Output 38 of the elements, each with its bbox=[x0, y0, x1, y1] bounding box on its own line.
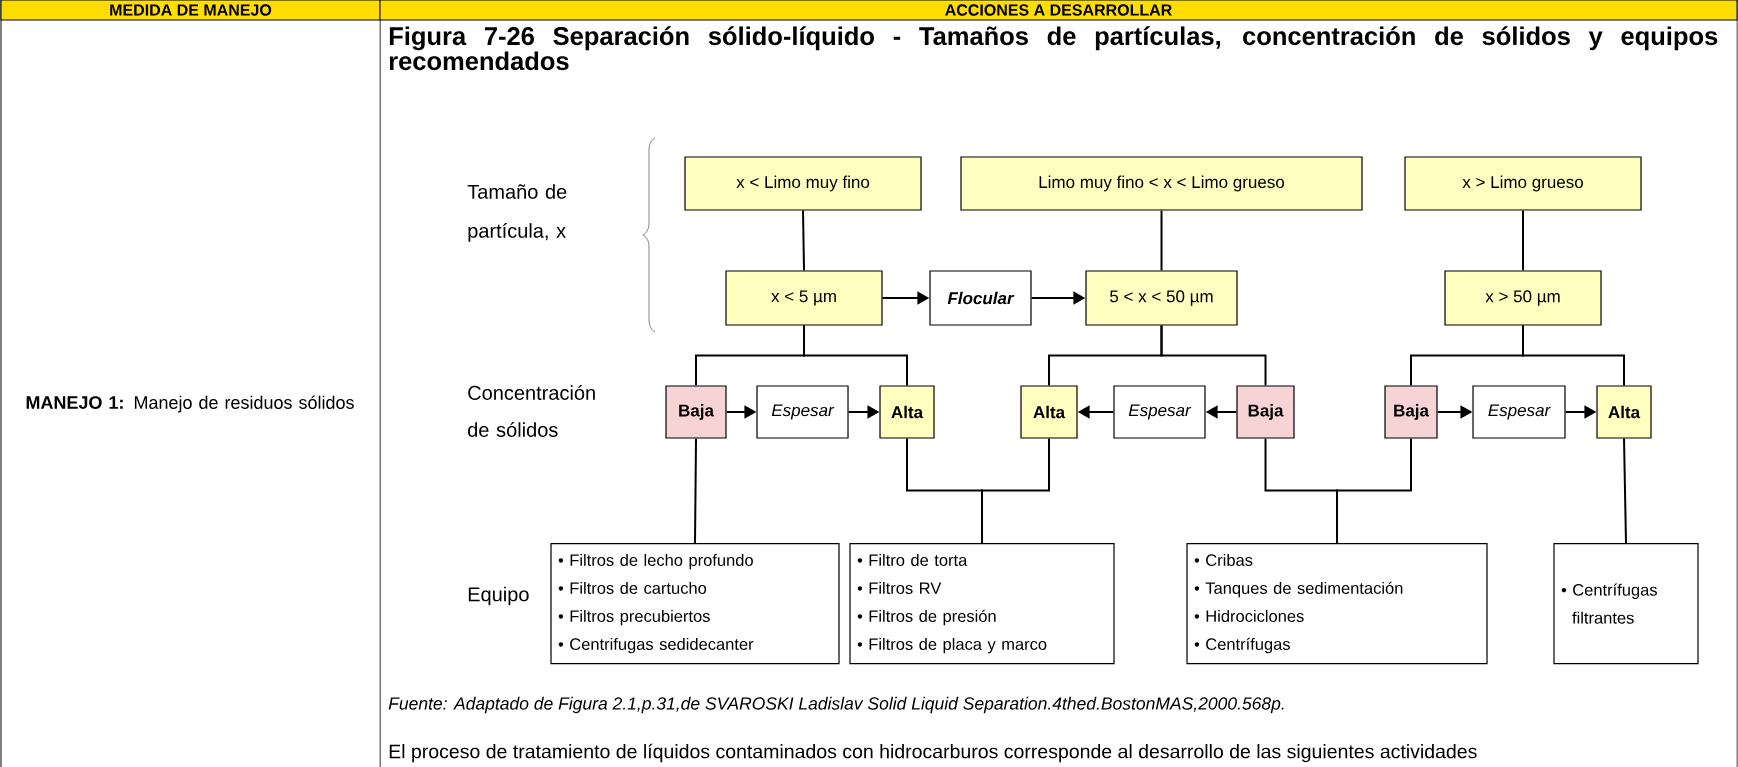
size-box: 5 < x < 50 µm bbox=[1085, 270, 1238, 326]
concentration-box: Baja bbox=[1384, 385, 1438, 439]
process-box: Espesar bbox=[1472, 385, 1566, 439]
row-label: Equipo bbox=[468, 586, 529, 606]
connector-line bbox=[802, 209, 805, 272]
equipment-list-box: • Filtro de torta • Filtros RV • Filtros de presión • Filtros de placa y marco bbox=[849, 543, 1115, 665]
concentration-box: Alta bbox=[1596, 385, 1652, 439]
connector-line bbox=[1522, 324, 1625, 387]
concentration-box: Baja bbox=[1236, 385, 1295, 439]
connector-line bbox=[981, 437, 1050, 544]
process-box: Espesar bbox=[756, 385, 849, 439]
figure-title: Figura 7-26 Separación sólido-líquido - Tamaños de partículas, concentración de sólidos y equipos recomendados bbox=[389, 26, 1718, 71]
concentration-box: Baja bbox=[665, 385, 727, 439]
connector-line bbox=[694, 437, 697, 544]
equipment-list-box: • Centrífugas filtrantes bbox=[1553, 543, 1699, 665]
row-label: Concentración de sólidos bbox=[468, 385, 595, 437]
size-box: x < 5 µm bbox=[725, 270, 883, 326]
equipment-list-box: • Filtros de lecho profundo • Filtros de cartucho • Filtros precubiertos • Centrifugas sedidecanter bbox=[550, 543, 840, 665]
category-box: x < Limo muy fino bbox=[684, 156, 922, 211]
process-box: Flocular bbox=[929, 270, 1032, 326]
row-label: Tamaño de partícula, x bbox=[467, 184, 567, 242]
connector-line bbox=[803, 324, 908, 387]
source-note: Fuente: Adaptado de Figura 2.1,p.31,de SVAROSKI Ladislav Solid Liquid Separation.4thed.BostonMAS,2000.568p. bbox=[388, 696, 1284, 714]
process-box: Espesar bbox=[1113, 385, 1206, 439]
category-box: x > Limo grueso bbox=[1404, 156, 1642, 211]
paragraph: El proceso de tratamiento de líquidos contaminados con hidrocarburos corresponde al desarrollo de las siguientes actividades bbox=[389, 743, 1477, 763]
connector-line bbox=[1160, 209, 1163, 272]
connector-line bbox=[1522, 209, 1524, 272]
category-box: Limo muy fino < x < Limo grueso bbox=[960, 156, 1363, 211]
header-cell: MEDIDA DE MANEJO bbox=[0, 0, 381, 21]
row-text: MANEJO 1: Manejo de residuos sólidos bbox=[26, 395, 354, 413]
connector-line bbox=[1160, 324, 1267, 387]
connector-line bbox=[1336, 437, 1412, 544]
concentration-box: Alta bbox=[1020, 385, 1078, 439]
size-box: x > 50 µm bbox=[1444, 270, 1602, 326]
equipment-list-box: • Cribas • Tanques de sedimentación • Hidrociclones • Centrífugas bbox=[1186, 543, 1488, 665]
concentration-box: Alta bbox=[879, 385, 935, 439]
connector-line bbox=[1623, 437, 1627, 544]
